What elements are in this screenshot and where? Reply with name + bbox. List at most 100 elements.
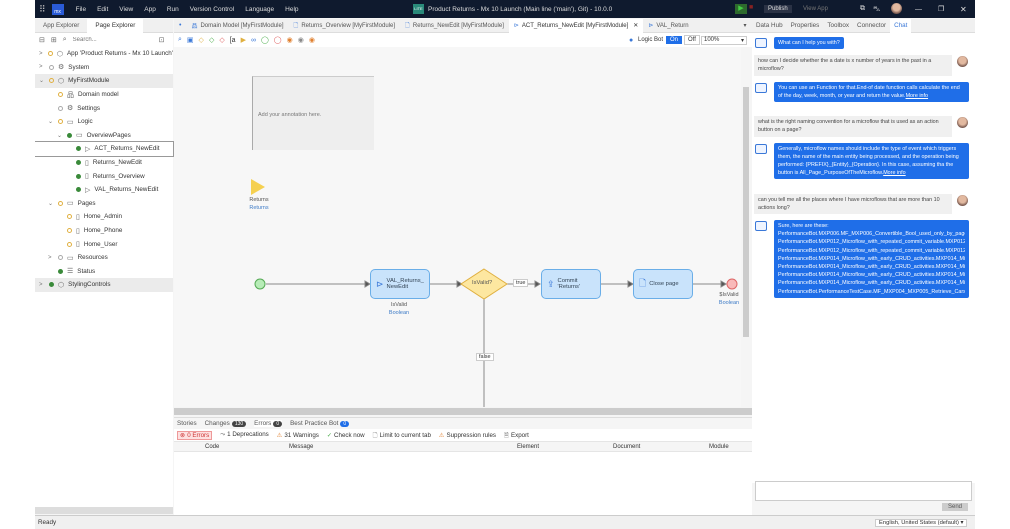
collapse-all-icon[interactable]: ⊟ (39, 37, 45, 44)
continue-event-icon[interactable]: ◉ (297, 37, 304, 44)
end-event-icon[interactable]: ◯ (273, 37, 282, 44)
tab-overflow-icon[interactable]: ▾ (739, 20, 751, 32)
close-button[interactable]: ✕ (960, 4, 967, 14)
tab-data-hub[interactable]: Data Hub (756, 22, 783, 29)
tree-item[interactable]: >⚙System (35, 61, 173, 75)
errors-toolbar-item[interactable]: 🗋Limit to current tab (373, 430, 431, 441)
notifications-icon[interactable]: ⧉ (860, 5, 865, 12)
microflow-link[interactable]: PerformanceBot.MXP012_Microflow_with_rep… (778, 247, 965, 254)
cart-icon[interactable]: ⛍ (873, 5, 881, 13)
tree-item[interactable]: ⌄⬡MyFirstModule (35, 74, 173, 88)
annotation[interactable]: Add your annotation here. (252, 76, 374, 150)
column-header[interactable]: Message (289, 443, 314, 450)
expand-chevron-icon[interactable]: ⌄ (57, 132, 63, 139)
microflow-link[interactable]: PerformanceBot.MXP014_Microflow_with_ear… (778, 255, 965, 262)
expand-chevron-icon[interactable]: ⌄ (48, 200, 54, 207)
tree-item[interactable]: >⬡App 'Product Returns - Mx 10 Launch' (35, 47, 173, 61)
expand-chevron-icon[interactable]: ⌄ (48, 119, 54, 126)
tree-item[interactable]: ▯Returns_NewEdit (35, 156, 173, 170)
tree-item[interactable]: ⌄▭Pages (35, 197, 173, 211)
horizontal-scrollbar[interactable] (35, 507, 173, 514)
tree-item[interactable]: ▯Home_Admin (35, 210, 173, 224)
loop-tool-icon[interactable]: ∞ (250, 36, 256, 44)
canvas-horizontal-scrollbar[interactable] (174, 408, 752, 415)
tree-item[interactable]: >▭Resources (35, 251, 173, 265)
menu-app[interactable]: App (144, 5, 156, 13)
language-select[interactable]: English, United States (default) ▾ (875, 518, 968, 527)
parameter-tool-icon[interactable]: ▣ (186, 37, 194, 44)
tree-item[interactable]: ☰Status (35, 265, 173, 279)
select-tool-icon[interactable]: ⌕ (178, 36, 182, 43)
commit-action[interactable]: ⇪Commit 'Returns' (541, 269, 601, 299)
errors-toolbar-item[interactable]: ⊗0 Errors (177, 430, 213, 440)
close-page-action[interactable]: 🗋Close page (633, 269, 693, 299)
logic-bot-on[interactable]: On (666, 36, 683, 44)
microflow-canvas[interactable]: Add your annotation here. Returns Return… (174, 47, 749, 407)
end-event[interactable] (726, 278, 738, 290)
menu-version-control[interactable]: Version Control (189, 5, 235, 13)
errors-toolbar-item[interactable]: 🗎Export (504, 430, 529, 441)
microflow-link[interactable]: PerformanceBot.MXP014_Microflow_with_ear… (778, 280, 965, 287)
tab-toolbox[interactable]: Toolbox (827, 22, 850, 29)
column-header[interactable]: Document (613, 443, 641, 450)
column-header[interactable]: Module (709, 443, 729, 450)
microflow-link[interactable]: PerformanceBot.MXP006.MF_MXP006_Converti… (778, 231, 965, 238)
tree-item[interactable]: ⚙Settings (35, 101, 173, 115)
menu-help[interactable]: Help (285, 5, 299, 13)
break-event-icon[interactable]: ◉ (308, 37, 315, 44)
user-avatar[interactable] (891, 3, 902, 14)
stop-button[interactable]: ■ (749, 4, 754, 11)
menu-language[interactable]: Language (245, 5, 275, 13)
maximize-button[interactable]: ❐ (938, 6, 945, 13)
expand-chevron-icon[interactable]: > (39, 281, 43, 288)
val-action[interactable]: ⊳VAL_Returns_ NewEdit (370, 269, 430, 299)
menu-run[interactable]: Run (166, 5, 179, 13)
split-tool-icon[interactable]: ◇ (219, 37, 225, 44)
document-tab[interactable]: 🗋Returns_NewEdit [MyFirstModule] (400, 19, 509, 33)
tree-item[interactable]: ⌄▭Logic (35, 115, 173, 129)
zoom-select[interactable]: 100%▾ (701, 35, 747, 45)
tree-item[interactable]: >⬡StylingControls (35, 278, 173, 292)
errors-toolbar-item[interactable]: ⤳1 Deprecations (220, 431, 269, 439)
menu-edit[interactable]: Edit (97, 5, 109, 13)
send-button[interactable]: Send (942, 503, 969, 511)
tree-item[interactable]: ▷ACT_Returns_NewEdit (35, 141, 174, 157)
decision-tool-icon[interactable]: ◇ (198, 37, 204, 44)
app-grid-icon[interactable]: ⠿ (39, 3, 46, 14)
param-tool-icon[interactable]: ▶ (240, 37, 246, 44)
microflow-link[interactable]: PerformanceBot.MXP014_Microflow_with_ear… (778, 272, 965, 279)
minimize-button[interactable]: — (915, 5, 922, 13)
more-info-link[interactable]: More info (883, 170, 906, 177)
menu-view[interactable]: View (119, 5, 134, 13)
menu-file[interactable]: File (75, 5, 87, 13)
tree-item[interactable]: ▯Home_User (35, 237, 173, 251)
document-tab[interactable]: ⊳ACT_Returns_NewEdit [MyFirstModule]✕ (508, 18, 644, 33)
parameter-icon[interactable] (251, 179, 273, 195)
tree-item[interactable]: ▯Home_Phone (35, 224, 173, 238)
expand-icon[interactable]: ⊞ (50, 37, 57, 44)
expand-chevron-icon[interactable]: > (39, 50, 43, 57)
more-info-link[interactable]: More info (905, 92, 929, 99)
start-event[interactable] (254, 278, 266, 290)
errors-toolbar-item[interactable]: ⚠Suppression rules (439, 432, 496, 439)
annotation-tool-icon[interactable]: [a (229, 36, 236, 44)
expand-chevron-icon[interactable]: > (48, 254, 52, 261)
tab-properties[interactable]: Properties (790, 22, 820, 29)
logic-bot-off[interactable]: Off (684, 35, 700, 45)
tree-item[interactable]: ⌄▭OverviewPages (35, 129, 173, 143)
errors-toolbar-item[interactable]: ⚠31 Warnings (277, 432, 319, 439)
decision-shape[interactable] (460, 268, 508, 300)
chat-input[interactable] (755, 481, 972, 501)
document-tab[interactable]: ⊳VAL_Return (643, 19, 693, 33)
microflow-link[interactable]: PerformanceBot.PerformanceTestCase.MF_MX… (778, 288, 965, 295)
tab-connector[interactable]: Connector (857, 22, 887, 29)
run-button[interactable]: ▶ (735, 4, 747, 14)
tab-page-explorer[interactable]: Page Explorer (87, 18, 144, 33)
search-input[interactable] (72, 37, 153, 43)
document-tab[interactable]: 🗋Returns_Overview [MyFirstModule] (289, 19, 401, 33)
tree-item[interactable]: ▯Returns_Overview (35, 169, 173, 183)
